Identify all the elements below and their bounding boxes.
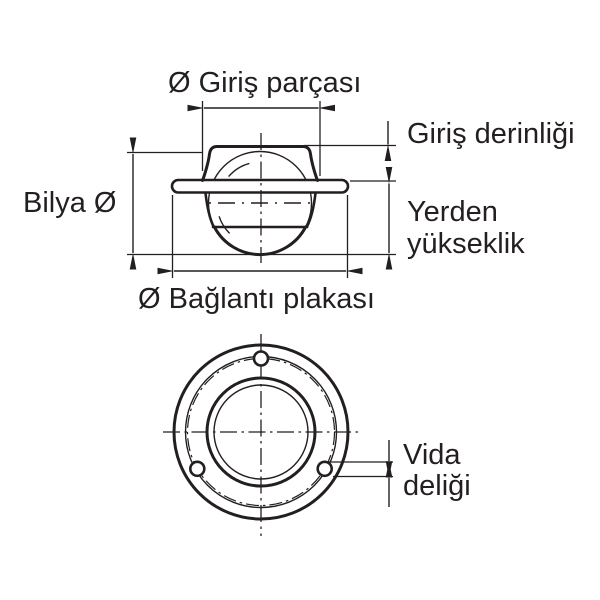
label-ground-height-line2: yükseklik — [407, 228, 525, 260]
housing-cap — [201, 145, 319, 182]
ball-highlight-arc-lower — [218, 216, 231, 234]
ball-circle-bottom-view — [213, 384, 309, 480]
ball-highlight-arc-upper — [228, 162, 250, 178]
label-screw-hole-line2: deliği — [403, 470, 471, 502]
opening-circle — [205, 376, 317, 488]
cup-wall-right — [305, 191, 317, 228]
label-screw-hole-line1: Vida — [403, 439, 461, 471]
cup-wall-left — [204, 191, 215, 228]
side-view: Ø Giriş parçası Giriş derinliği Bilya Ø … — [23, 67, 575, 315]
label-ball-diameter: Bilya Ø — [23, 187, 116, 219]
label-entry-depth: Giriş derinliği — [407, 118, 575, 150]
mounting-flange — [170, 178, 350, 194]
label-plate-diameter: Ø Bağlantı plakası — [138, 283, 375, 315]
label-ground-height-line1: Yerden — [407, 196, 498, 228]
screw-hole-top — [252, 350, 270, 367]
screw-hole-lower-right — [316, 460, 334, 478]
label-entry-diameter: Ø Giriş parçası — [168, 67, 361, 99]
bottom-view: Vida deliği — [163, 334, 471, 536]
bolt-circle — [186, 357, 336, 507]
screw-hole-lower-left — [189, 460, 206, 478]
flange-outer-circle — [172, 343, 350, 521]
